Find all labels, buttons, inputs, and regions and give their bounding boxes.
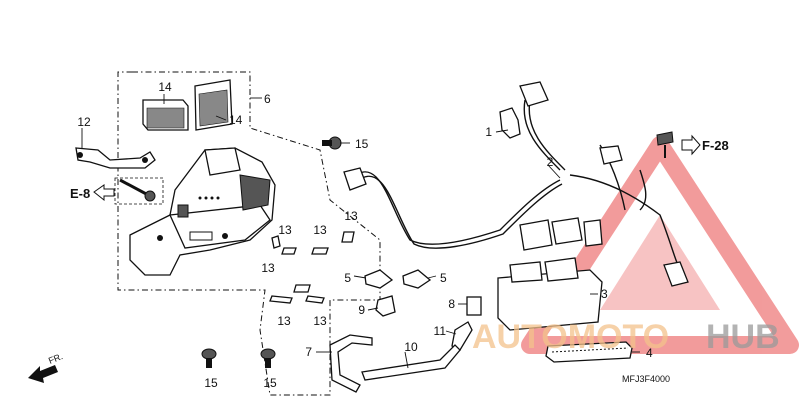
- e8-arrow-icon: [93, 184, 115, 202]
- leader-lines: [81, 94, 640, 369]
- front-direction-arrow-icon: [28, 365, 58, 383]
- bracket-12: [75, 147, 156, 169]
- reference-e8: E-8: [70, 186, 90, 201]
- callout-12: 12: [77, 115, 91, 129]
- clamp-5-right: [402, 269, 432, 289]
- clip-13-a: [271, 235, 281, 249]
- diagram-code: MFJ3F4000: [622, 374, 670, 384]
- watermark-text-part2: HUB: [706, 318, 780, 356]
- callout-10: 10: [404, 340, 418, 354]
- clip-13-f: [305, 295, 325, 304]
- callout-5-left: 5: [344, 271, 351, 285]
- callout-13-d: 13: [261, 261, 275, 275]
- wire-harness-2: [343, 81, 689, 287]
- screw-15-top: [322, 136, 342, 150]
- strip-11: [451, 321, 473, 351]
- callout-3: 3: [601, 287, 608, 301]
- screw-15-bottom-right: [260, 348, 276, 368]
- callout-14-right: 14: [229, 113, 243, 127]
- clip-13-b: [281, 247, 297, 255]
- block-8: [466, 296, 482, 316]
- callout-15-top: 15: [355, 137, 369, 151]
- e8-detail-box: [114, 177, 164, 205]
- clamp-5-left: [364, 269, 394, 289]
- clip-13-e: [269, 295, 293, 304]
- band-4: [545, 341, 633, 363]
- callout-15-bottom-left: 15: [204, 376, 218, 390]
- callout-4: 4: [646, 346, 653, 360]
- callout-13-c: 13: [344, 209, 358, 223]
- screw-15-bottom-left: [201, 348, 217, 368]
- front-label: FR.: [47, 351, 64, 366]
- callout-8: 8: [448, 297, 455, 311]
- callout-6: 6: [264, 92, 271, 106]
- tube-10: [361, 344, 461, 381]
- clip-13-d: [341, 231, 355, 243]
- clip-e8-detail: [293, 284, 311, 293]
- callout-2: 2: [547, 155, 554, 169]
- callout-13-b: 13: [313, 223, 327, 237]
- fuse-box-holder: [129, 147, 276, 276]
- assembly-group-outline: [117, 71, 381, 396]
- foam-pad-right: [194, 79, 233, 131]
- tube-7: [329, 334, 373, 393]
- bracket-9: [375, 295, 396, 317]
- clip-13-c: [311, 247, 329, 255]
- watermark-text-part1: AUTOMOTO: [472, 318, 669, 356]
- bolt-e8: [119, 178, 156, 202]
- callout-15-bottom-right: 15: [263, 376, 277, 390]
- callout-13-a: 13: [278, 223, 292, 237]
- module-3: [497, 257, 603, 331]
- bolt-f28: [656, 131, 674, 158]
- watermark-text: AUTOMOTO HUB: [472, 318, 780, 356]
- callout-13-f: 13: [313, 314, 327, 328]
- callout-14-left: 14: [158, 80, 172, 94]
- callout-11: 11: [434, 324, 447, 338]
- connector-1: [499, 107, 521, 139]
- reference-f28: F-28: [702, 138, 729, 153]
- f28-arrow-icon: [681, 134, 701, 156]
- callout-1: 1: [485, 125, 492, 139]
- callout-7: 7: [305, 345, 312, 359]
- foam-pad-left: [142, 99, 189, 131]
- callout-9: 9: [358, 303, 365, 317]
- callout-13-e: 13: [277, 314, 291, 328]
- callout-5-right: 5: [440, 271, 447, 285]
